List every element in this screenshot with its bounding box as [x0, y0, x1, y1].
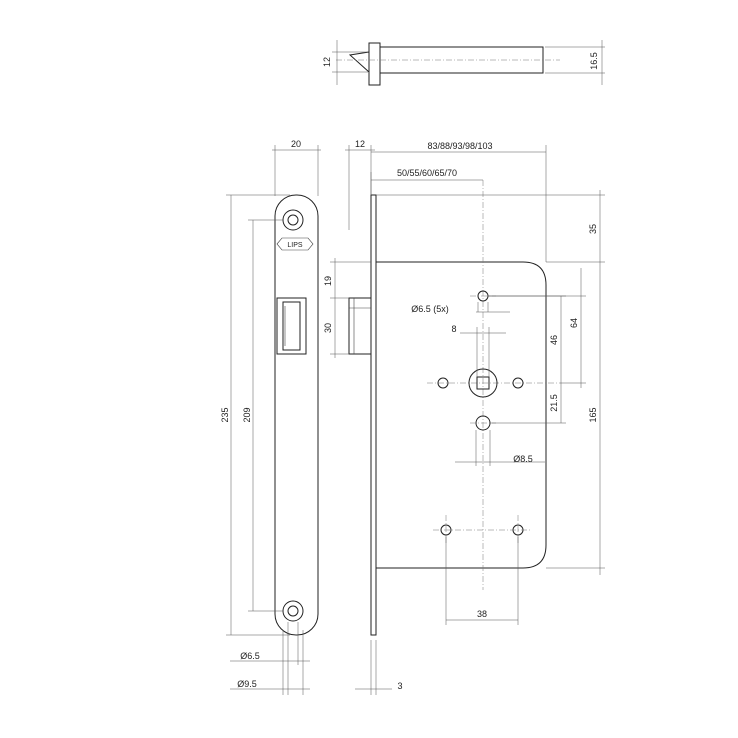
fixing-hole-left [437, 377, 449, 389]
dim-screw-hole-large: Ø9.5 [237, 679, 257, 689]
bottom-screw-hole-inner [287, 605, 299, 617]
lips-logo-text: LIPS [287, 242, 303, 249]
dim-forend-thickness: 12 [355, 139, 365, 149]
lock-case-body [375, 261, 547, 569]
spindle-hub [468, 368, 498, 398]
dim-body-height: 165 [588, 407, 598, 422]
faceplate-front-view: LIPS 20 235 209 Ø6.5 Ø9.5 [220, 139, 321, 695]
dim-fixing-holes: Ø6.5 (5x) [411, 304, 449, 314]
latch-bolt-bevel [348, 51, 370, 74]
dim-latch-height: 30 [323, 323, 333, 333]
top-screw-hole-outer [282, 209, 304, 231]
lips-logo: LIPS [276, 237, 314, 251]
dim-latch-top-depth: 16.5 [589, 52, 599, 70]
dim-case-depths: 83/88/93/98/103 [427, 141, 492, 151]
fixing-hole-right [512, 377, 524, 389]
faceplate-outline [274, 194, 319, 636]
bottom-screw-hole-outer [282, 600, 304, 622]
dim-latch-offset: 19 [323, 276, 333, 286]
latch-bolt-plate [368, 42, 381, 86]
dim-latch-top-height: 12 [322, 57, 332, 67]
latch-bolt-side [348, 297, 372, 355]
dim-lower-hole: Ø8.5 [513, 454, 533, 464]
latch-top-view: 12 16.5 [322, 40, 605, 86]
dim-top-to-body: 35 [588, 224, 598, 234]
lock-case-side-view: 12 83/88/93/98/103 50/55/60/65/70 35 165… [323, 139, 605, 695]
top-screw-hole-inner [287, 214, 299, 226]
dim-spindle-to-top-hole: 64 [569, 318, 579, 328]
dim-screw-spacing: 209 [242, 407, 252, 422]
latch-opening [276, 297, 307, 355]
dim-faceplate-width: 20 [291, 139, 301, 149]
dim-bottom-hole-spacing: 38 [477, 609, 487, 619]
dim-spindle-square: 8 [451, 324, 456, 334]
spindle-square [476, 376, 490, 390]
dim-backsets: 50/55/60/65/70 [397, 168, 457, 178]
dim-screw-hole-small: Ø6.5 [240, 651, 260, 661]
forend-plate [370, 194, 377, 636]
dim-center-distance: 46 [549, 335, 559, 345]
dim-faceplate-height: 235 [220, 407, 230, 422]
dim-plate-thickness: 3 [397, 681, 402, 691]
latch-bolt-face [282, 301, 301, 351]
dim-spindle-to-lower: 21.5 [549, 394, 559, 412]
